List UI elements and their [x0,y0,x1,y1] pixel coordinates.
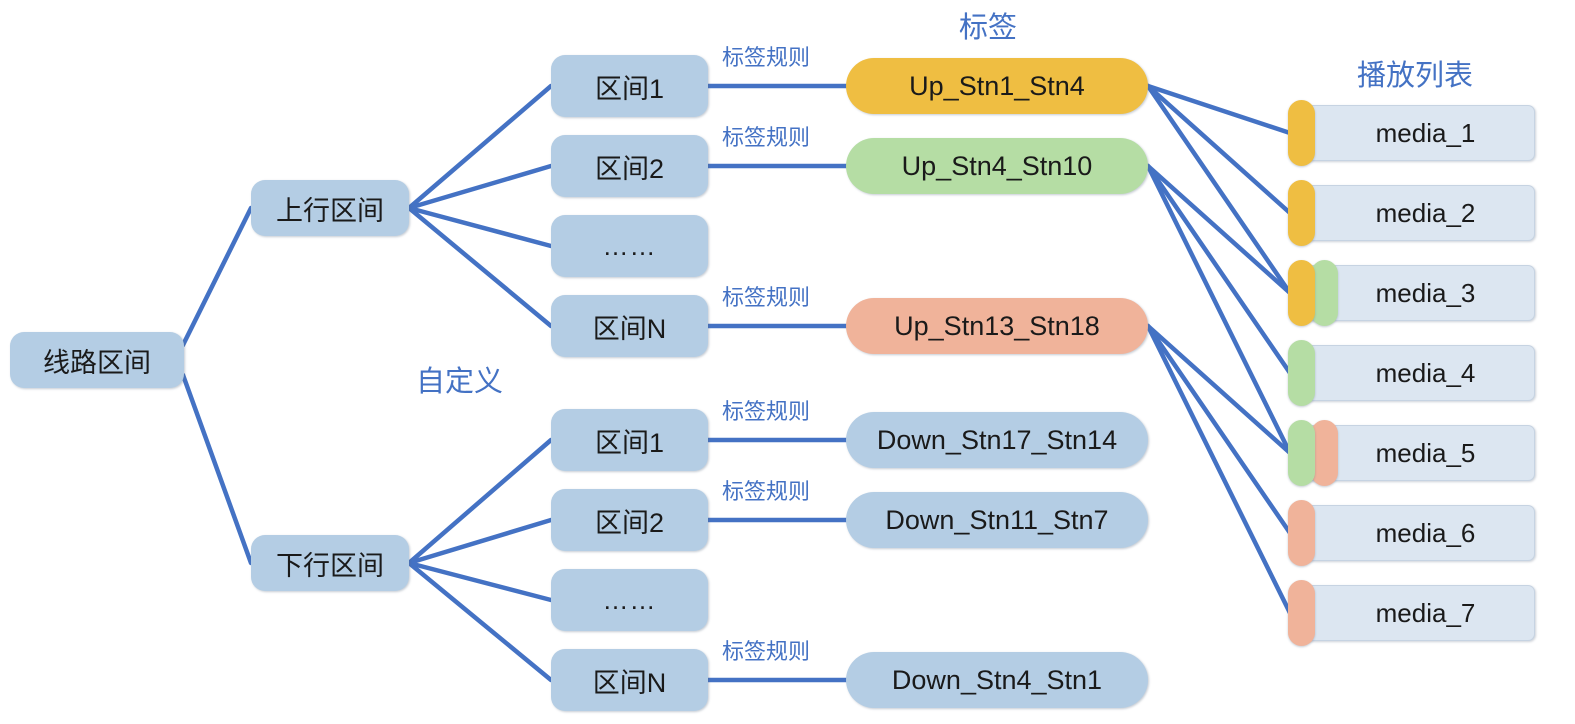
caption-tag-rule-down-1: 标签规则 [722,399,811,424]
playlist-item-3-label: media_3 [1375,277,1476,308]
node-up-segment-ellipsis[interactable]: …… [551,215,708,277]
link-tagsalmon-media5 [1145,323,1293,456]
playlist-item-5-chip-green [1288,420,1315,486]
tag-up-2-label: Up_Stn4_Stn10 [901,150,1093,181]
playlist-item-1-label: media_1 [1375,117,1476,148]
playlist-item-4-label: media_4 [1375,357,1476,388]
link-down-to-seg3 [406,560,554,603]
link-taggreen-media3 [1145,163,1293,296]
tag-up-1[interactable]: Up_Stn1_Stn4 [846,58,1148,114]
tag-down-2-label: Down_Stn11_Stn7 [885,504,1109,535]
tag-down-3[interactable]: Down_Stn4_Stn1 [846,652,1148,708]
tag-up-2[interactable]: Up_Stn4_Stn10 [846,138,1148,194]
playlist-item-4[interactable]: media_4 [1290,345,1535,401]
playlist-item-7-chip-salmon [1288,580,1315,646]
node-direction-down[interactable]: 下行区间 [251,535,409,591]
node-down-segment-1[interactable]: 区间1 [551,409,708,471]
link-down-to-seg2 [406,517,554,566]
link-up-to-seg3 [406,205,554,249]
tag-down-1[interactable]: Down_Stn17_Stn14 [846,412,1148,468]
caption-custom: 自定义 [416,366,504,398]
link-up-to-seg2 [406,163,554,211]
caption-tag-rule-up-2: 标签规则 [722,125,811,150]
node-down-segment-1-label: 区间1 [594,427,665,458]
playlist-item-6[interactable]: media_6 [1290,505,1535,561]
tag-down-2[interactable]: Down_Stn11_Stn7 [846,492,1148,548]
link-taggreen-media4 [1145,163,1293,376]
playlist-item-1[interactable]: media_1 [1290,105,1535,161]
node-down-segment-n-label: 区间N [592,667,667,698]
caption-tag-rule-down-3: 标签规则 [722,639,811,664]
node-down-segment-n[interactable]: 区间N [551,649,708,711]
link-tagyellow-media3 [1145,83,1293,296]
node-down-segment-2[interactable]: 区间2 [551,489,708,551]
tag-down-3-label: Down_Stn4_Stn1 [891,664,1103,695]
node-up-segment-2-label: 区间2 [594,153,665,184]
playlist-item-2[interactable]: media_2 [1290,185,1535,241]
playlist-item-5-chip-salmon [1311,420,1338,486]
caption-tag-rule-up-3: 标签规则 [722,285,811,310]
node-direction-down-label: 下行区间 [276,550,384,581]
caption-tag-rule-down-2: 标签规则 [722,479,811,504]
link-down-to-seg1 [406,437,554,566]
playlist-item-7-label: media_7 [1375,597,1476,628]
playlist-item-3-chip-green [1311,260,1338,326]
node-up-segment-1-label: 区间1 [594,73,665,104]
node-up-segment-n[interactable]: 区间N [551,295,708,357]
link-tagyellow-media2 [1145,83,1293,216]
link-root-to-up [180,205,254,348]
tag-up-1-label: Up_Stn1_Stn4 [909,70,1085,101]
playlist-item-2-label: media_2 [1375,197,1476,228]
node-down-segment-2-label: 区间2 [594,507,665,538]
playlist-item-6-label: media_6 [1375,517,1476,548]
tag-down-1-label: Down_Stn17_Stn14 [876,424,1118,455]
node-root-label: 线路区间 [43,347,151,378]
link-up-to-seg1 [406,83,554,211]
link-down-to-segN [406,560,554,683]
node-down-segment-ellipsis-label: …… [602,584,657,615]
tag-up-3-label: Up_Stn13_Stn18 [894,310,1100,341]
node-down-segment-ellipsis[interactable]: …… [551,569,708,631]
playlist-item-6-chip-salmon [1288,500,1315,566]
link-root-to-down [180,372,254,566]
playlist-item-5-label: media_5 [1375,437,1476,468]
link-taggreen-media5 [1145,163,1293,456]
caption-tag-column-title: 标签 [959,12,1018,44]
playlist-item-3-chip-yellow [1288,260,1315,326]
node-up-segment-n-label: 区间N [592,313,667,344]
node-up-segment-ellipsis-label: …… [602,230,657,261]
playlist-item-4-chip-green [1288,340,1315,406]
playlist-item-1-chip-yellow [1288,100,1315,166]
node-direction-up[interactable]: 上行区间 [251,180,409,236]
caption-tag-rule-up-1: 标签规则 [722,45,811,70]
node-up-segment-1[interactable]: 区间1 [551,55,708,117]
node-up-segment-2[interactable]: 区间2 [551,135,708,197]
tag-up-3[interactable]: Up_Stn13_Stn18 [846,298,1148,354]
node-root[interactable]: 线路区间 [10,332,184,388]
caption-playlist-column-title: 播放列表 [1357,60,1474,92]
link-tagyellow-media1 [1145,83,1293,136]
link-tagsalmon-media6 [1145,323,1293,536]
playlist-item-7[interactable]: media_7 [1290,585,1535,641]
playlist-item-2-chip-yellow [1288,180,1315,246]
link-up-to-segN [406,205,554,329]
link-tagsalmon-media7 [1145,323,1293,616]
node-direction-up-label: 上行区间 [276,195,384,226]
